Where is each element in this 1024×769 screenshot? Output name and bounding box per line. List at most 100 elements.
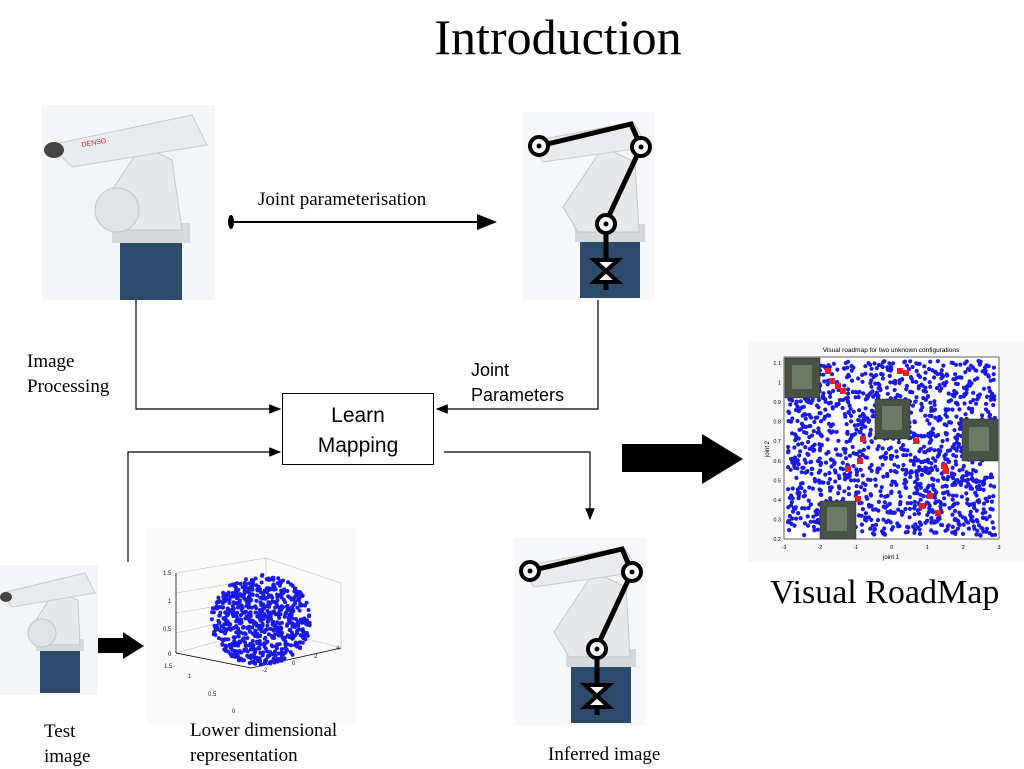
- roadmap-point: [809, 433, 815, 438]
- roadmap-y-tick: 0.3: [773, 517, 781, 523]
- roadmap-point: [991, 372, 996, 377]
- roadmap-point: [930, 467, 935, 472]
- roadmap-point: [937, 414, 942, 419]
- roadmap-point: [944, 372, 949, 377]
- roadmap-point: [798, 481, 804, 486]
- roadmap-point: [830, 458, 835, 463]
- roadmap-point: [896, 440, 901, 445]
- roadmap-highlight-point: [903, 370, 909, 376]
- roadmap-point: [982, 478, 987, 483]
- scatter-3d-point: [216, 636, 221, 641]
- roadmap-point: [803, 460, 808, 465]
- roadmap-point: [868, 477, 873, 483]
- roadmap-point: [861, 391, 866, 396]
- roadmap-point: [927, 380, 932, 385]
- scatter-3d-point: [287, 612, 292, 617]
- roadmap-point: [795, 418, 800, 424]
- roadmap-point: [869, 384, 874, 389]
- roadmap-point: [968, 484, 973, 489]
- roadmap-point: [846, 359, 851, 364]
- roadmap-highlight-point: [927, 493, 933, 499]
- roadmap-point: [986, 373, 991, 378]
- roadmap-point: [846, 492, 852, 497]
- roadmap-point: [856, 490, 861, 495]
- roadmap-point: [914, 470, 919, 475]
- roadmap-point: [844, 439, 849, 444]
- scatter-3d-point: [247, 581, 252, 586]
- scatter-3d-point: [279, 658, 284, 663]
- scatter-3d-point: [255, 614, 260, 619]
- roadmap-point: [812, 477, 817, 482]
- roadmap-point: [977, 532, 982, 537]
- roadmap-point: [896, 464, 901, 469]
- roadmap-point: [826, 450, 831, 455]
- roadmap-point: [971, 397, 976, 403]
- scatter-3d-point: [250, 625, 255, 630]
- roadmap-point: [923, 413, 928, 418]
- scatter-3d-point: [264, 590, 269, 595]
- roadmap-point: [854, 484, 859, 489]
- roadmap-point: [908, 359, 913, 364]
- roadmap-point: [946, 523, 951, 528]
- roadmap-point: [974, 401, 979, 406]
- scatter-3d-point: [278, 625, 283, 630]
- roadmap-point: [924, 500, 930, 505]
- roadmap-point: [972, 377, 977, 382]
- roadmap-point: [925, 518, 930, 523]
- scatter-3d-point: [284, 647, 289, 652]
- roadmap-point: [794, 475, 799, 480]
- roadmap-point: [953, 362, 959, 367]
- roadmap-point: [908, 458, 913, 463]
- roadmap-point: [934, 386, 940, 391]
- scatter-3d-point: [222, 647, 227, 652]
- roadmap-point: [828, 488, 833, 493]
- roadmap-point: [860, 507, 865, 512]
- scatter-3d-point: [295, 620, 300, 625]
- scatter-3d-point: [236, 626, 240, 631]
- roadmap-point: [811, 514, 816, 519]
- scatter-3d-point: [241, 625, 245, 630]
- roadmap-point: [827, 364, 832, 369]
- roadmap-point: [917, 531, 923, 536]
- scatter-3d-point: [267, 616, 271, 621]
- roadmap-point: [802, 521, 807, 526]
- roadmap-point: [796, 462, 801, 467]
- roadmap-xlabel: joint 1: [882, 555, 900, 561]
- roadmap-point: [952, 517, 957, 522]
- roadmap-y-tick: 0.7: [773, 439, 781, 445]
- roadmap-point: [885, 391, 890, 396]
- roadmap-point: [942, 496, 947, 501]
- roadmap-point: [884, 520, 889, 525]
- scatter-3d-point: [231, 614, 236, 619]
- scatter-3d-point: [281, 590, 286, 595]
- roadmap-point: [941, 476, 946, 481]
- roadmap-point: [894, 449, 899, 454]
- roadmap-point: [822, 379, 827, 384]
- roadmap-point: [890, 525, 895, 530]
- scatter-3d-point: [270, 599, 275, 604]
- roadmap-point: [942, 502, 947, 507]
- roadmap-point: [876, 394, 881, 399]
- roadmap-point: [887, 361, 892, 366]
- scatter-3d-point: [238, 630, 243, 635]
- roadmap-point: [863, 511, 868, 516]
- scatter-3d-point: [282, 614, 287, 619]
- roadmap-point: [912, 419, 917, 424]
- roadmap-point: [785, 450, 791, 455]
- roadmap-point: [947, 420, 952, 425]
- roadmap-point: [788, 402, 793, 407]
- scatter-3d-point: [231, 600, 236, 605]
- roadmap-x-tick: -1: [853, 545, 858, 551]
- roadmap-point: [923, 389, 928, 394]
- roadmap-point: [928, 384, 933, 389]
- scatter-3d-point: [283, 611, 288, 616]
- scatter-3d-point: [235, 630, 240, 635]
- roadmap-point: [852, 423, 857, 428]
- scatter-3d-point: [217, 620, 222, 625]
- roadmap-point: [930, 476, 935, 481]
- roadmap-point: [836, 484, 842, 489]
- scatter-3d-point: [244, 643, 249, 648]
- roadmap-highlight-point: [943, 468, 949, 474]
- roadmap-point: [968, 363, 973, 368]
- roadmap-point: [833, 479, 838, 484]
